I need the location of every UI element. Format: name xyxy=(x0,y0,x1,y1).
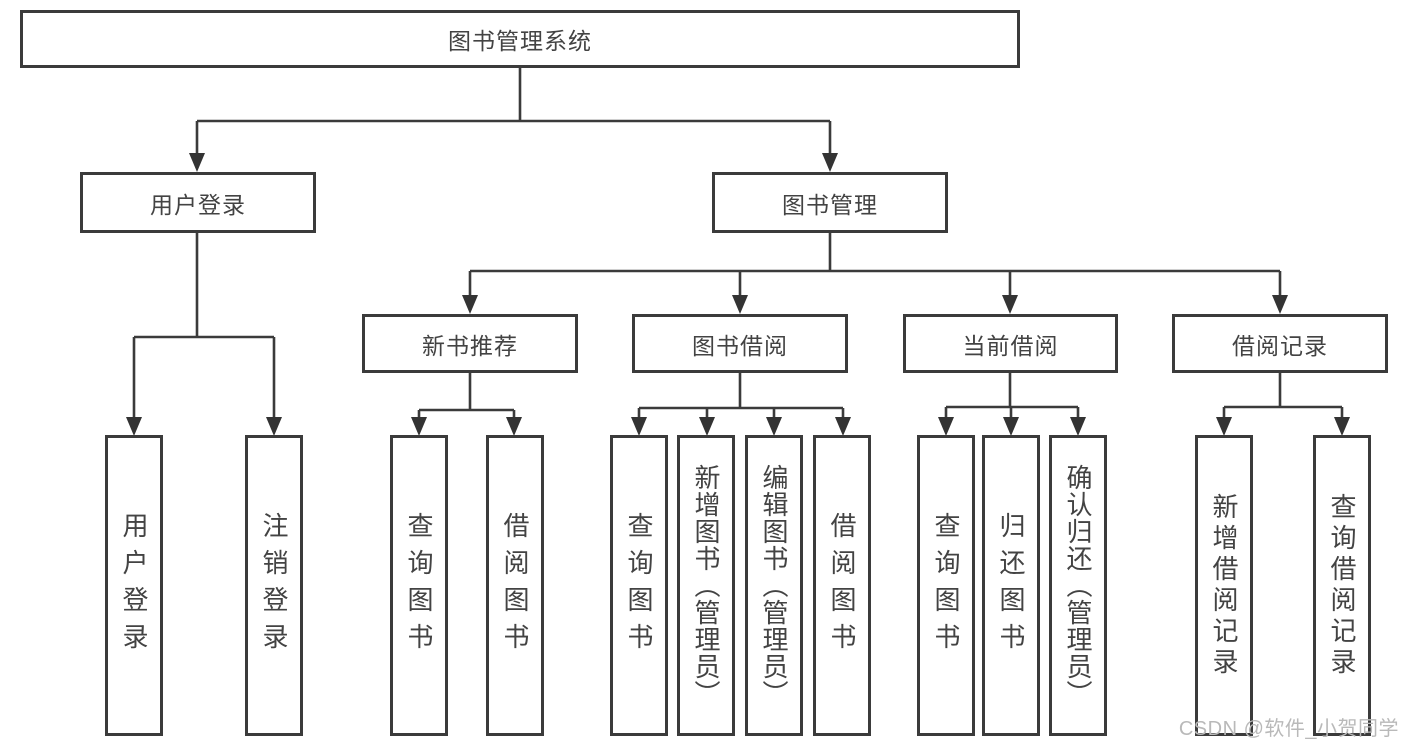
node-label: 用户登录 xyxy=(150,191,246,218)
node-label: 借阅图书 xyxy=(500,511,530,660)
node-label: 用户登录 xyxy=(119,511,149,660)
node-new-book-recommend: 新书推荐 xyxy=(362,314,578,373)
node-book-management: 图书管理 xyxy=(712,172,948,233)
node-label: 新书推荐 xyxy=(422,332,518,359)
node-label: 图书管理系统 xyxy=(448,28,592,54)
node-label: 查询图书 xyxy=(931,511,961,660)
leaf-add-borrow-record: 新增借阅记录 xyxy=(1195,435,1253,736)
leaf-query-books-current: 查询图书 xyxy=(917,435,975,736)
leaf-return-books: 归还图书 xyxy=(982,435,1040,736)
node-user-login: 用户登录 xyxy=(80,172,316,233)
node-book-borrow: 图书借阅 xyxy=(632,314,848,373)
node-label: 查询图书 xyxy=(624,511,654,660)
node-label: 归还图书 xyxy=(996,511,1026,660)
node-label: 注销登录 xyxy=(259,511,289,660)
node-label: 查询图书 xyxy=(404,511,434,660)
node-label: 确认归还（管理员） xyxy=(1063,464,1093,707)
leaf-edit-books-admin: 编辑图书（管理员） xyxy=(745,435,803,736)
node-label: 借阅图书 xyxy=(827,511,857,660)
leaf-query-borrow-record: 查询借阅记录 xyxy=(1313,435,1371,736)
leaf-query-books-borrow: 查询图书 xyxy=(610,435,668,736)
node-label: 新增图书（管理员） xyxy=(691,464,721,707)
leaf-add-books-admin: 新增图书（管理员） xyxy=(677,435,735,736)
node-label: 图书管理 xyxy=(782,191,878,218)
node-label: 查询借阅记录 xyxy=(1327,492,1357,679)
leaf-borrow-books: 借阅图书 xyxy=(813,435,871,736)
node-current-borrow: 当前借阅 xyxy=(903,314,1118,373)
node-label: 新增借阅记录 xyxy=(1209,492,1239,679)
leaf-user-login: 用户登录 xyxy=(105,435,163,736)
arrowhead-icons xyxy=(126,153,1350,436)
node-root-system: 图书管理系统 xyxy=(20,10,1020,68)
csdn-watermark: CSDN @软件_小贺同学 xyxy=(1178,718,1399,740)
node-label: 图书借阅 xyxy=(692,332,788,359)
node-borrow-records: 借阅记录 xyxy=(1172,314,1388,373)
leaf-logout: 注销登录 xyxy=(245,435,303,736)
leaf-confirm-return-admin: 确认归还（管理员） xyxy=(1049,435,1107,736)
node-label: 当前借阅 xyxy=(962,332,1059,359)
node-label: 借阅记录 xyxy=(1232,332,1328,359)
node-label: 编辑图书（管理员） xyxy=(759,464,789,707)
leaf-borrow-books-recommend: 借阅图书 xyxy=(486,435,544,736)
leaf-query-books-recommend: 查询图书 xyxy=(390,435,448,736)
